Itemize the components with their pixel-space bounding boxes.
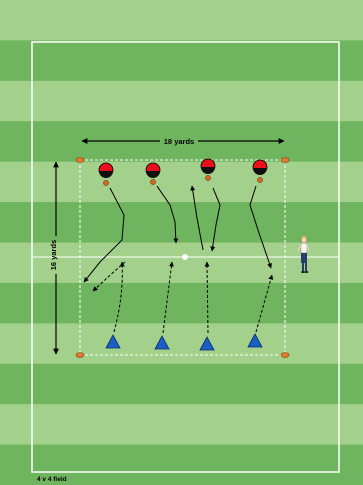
coach-arm bbox=[297, 244, 302, 252]
height-label: 16 yards bbox=[49, 240, 58, 270]
red-player[interactable] bbox=[252, 159, 268, 175]
grass-stripe bbox=[0, 282, 363, 324]
run-path bbox=[92, 261, 126, 292]
width-label: 18 yards bbox=[164, 137, 194, 146]
coach-hair bbox=[301, 236, 307, 238]
corner-marker bbox=[75, 157, 85, 163]
blue-cone[interactable] bbox=[105, 334, 121, 349]
grass-stripe bbox=[0, 40, 363, 82]
corner-marker bbox=[280, 157, 290, 163]
ball[interactable] bbox=[103, 180, 109, 186]
blue-cones bbox=[105, 333, 263, 351]
red-player[interactable] bbox=[145, 162, 161, 178]
run-path bbox=[113, 261, 125, 333]
coach-shirt bbox=[300, 242, 308, 254]
run-path bbox=[162, 261, 174, 334]
ball[interactable] bbox=[257, 177, 263, 183]
ball[interactable] bbox=[150, 179, 156, 185]
center-spot bbox=[182, 254, 188, 260]
grass-stripe bbox=[0, 121, 363, 163]
dribble-path bbox=[156, 185, 179, 244]
red-team bbox=[98, 158, 268, 178]
grass-stripe bbox=[0, 80, 363, 122]
red-player[interactable] bbox=[200, 158, 216, 174]
grass-stripe bbox=[0, 202, 363, 243]
grass-stripe bbox=[0, 444, 363, 485]
coach-figure[interactable] bbox=[297, 236, 310, 273]
dribble-path bbox=[83, 187, 125, 283]
blue-cone[interactable] bbox=[247, 333, 263, 348]
coach-shoe bbox=[301, 271, 305, 273]
grass-stripe bbox=[0, 404, 363, 446]
coach-pants bbox=[301, 253, 307, 263]
balls bbox=[103, 175, 263, 186]
blue-cone[interactable] bbox=[154, 335, 170, 350]
grass-stripe bbox=[0, 0, 363, 41]
red-player[interactable] bbox=[98, 162, 114, 178]
run-path bbox=[204, 261, 210, 334]
dribble-path bbox=[249, 185, 272, 269]
ball[interactable] bbox=[205, 175, 211, 181]
corner-marker bbox=[75, 352, 85, 358]
grass-stripe bbox=[0, 323, 363, 365]
dribble-path bbox=[210, 187, 221, 252]
grass-stripe bbox=[0, 161, 363, 203]
dribble-paths bbox=[83, 185, 272, 283]
corner-markers bbox=[75, 157, 290, 358]
dribble-path bbox=[190, 185, 204, 251]
coach-arm bbox=[306, 244, 310, 252]
coach-shoe bbox=[304, 271, 309, 273]
field-label: 4 v 4 field bbox=[37, 476, 67, 483]
grass-stripe bbox=[0, 363, 363, 405]
run-paths bbox=[92, 261, 274, 334]
blue-cone[interactable] bbox=[199, 336, 215, 351]
corner-marker bbox=[280, 352, 290, 358]
